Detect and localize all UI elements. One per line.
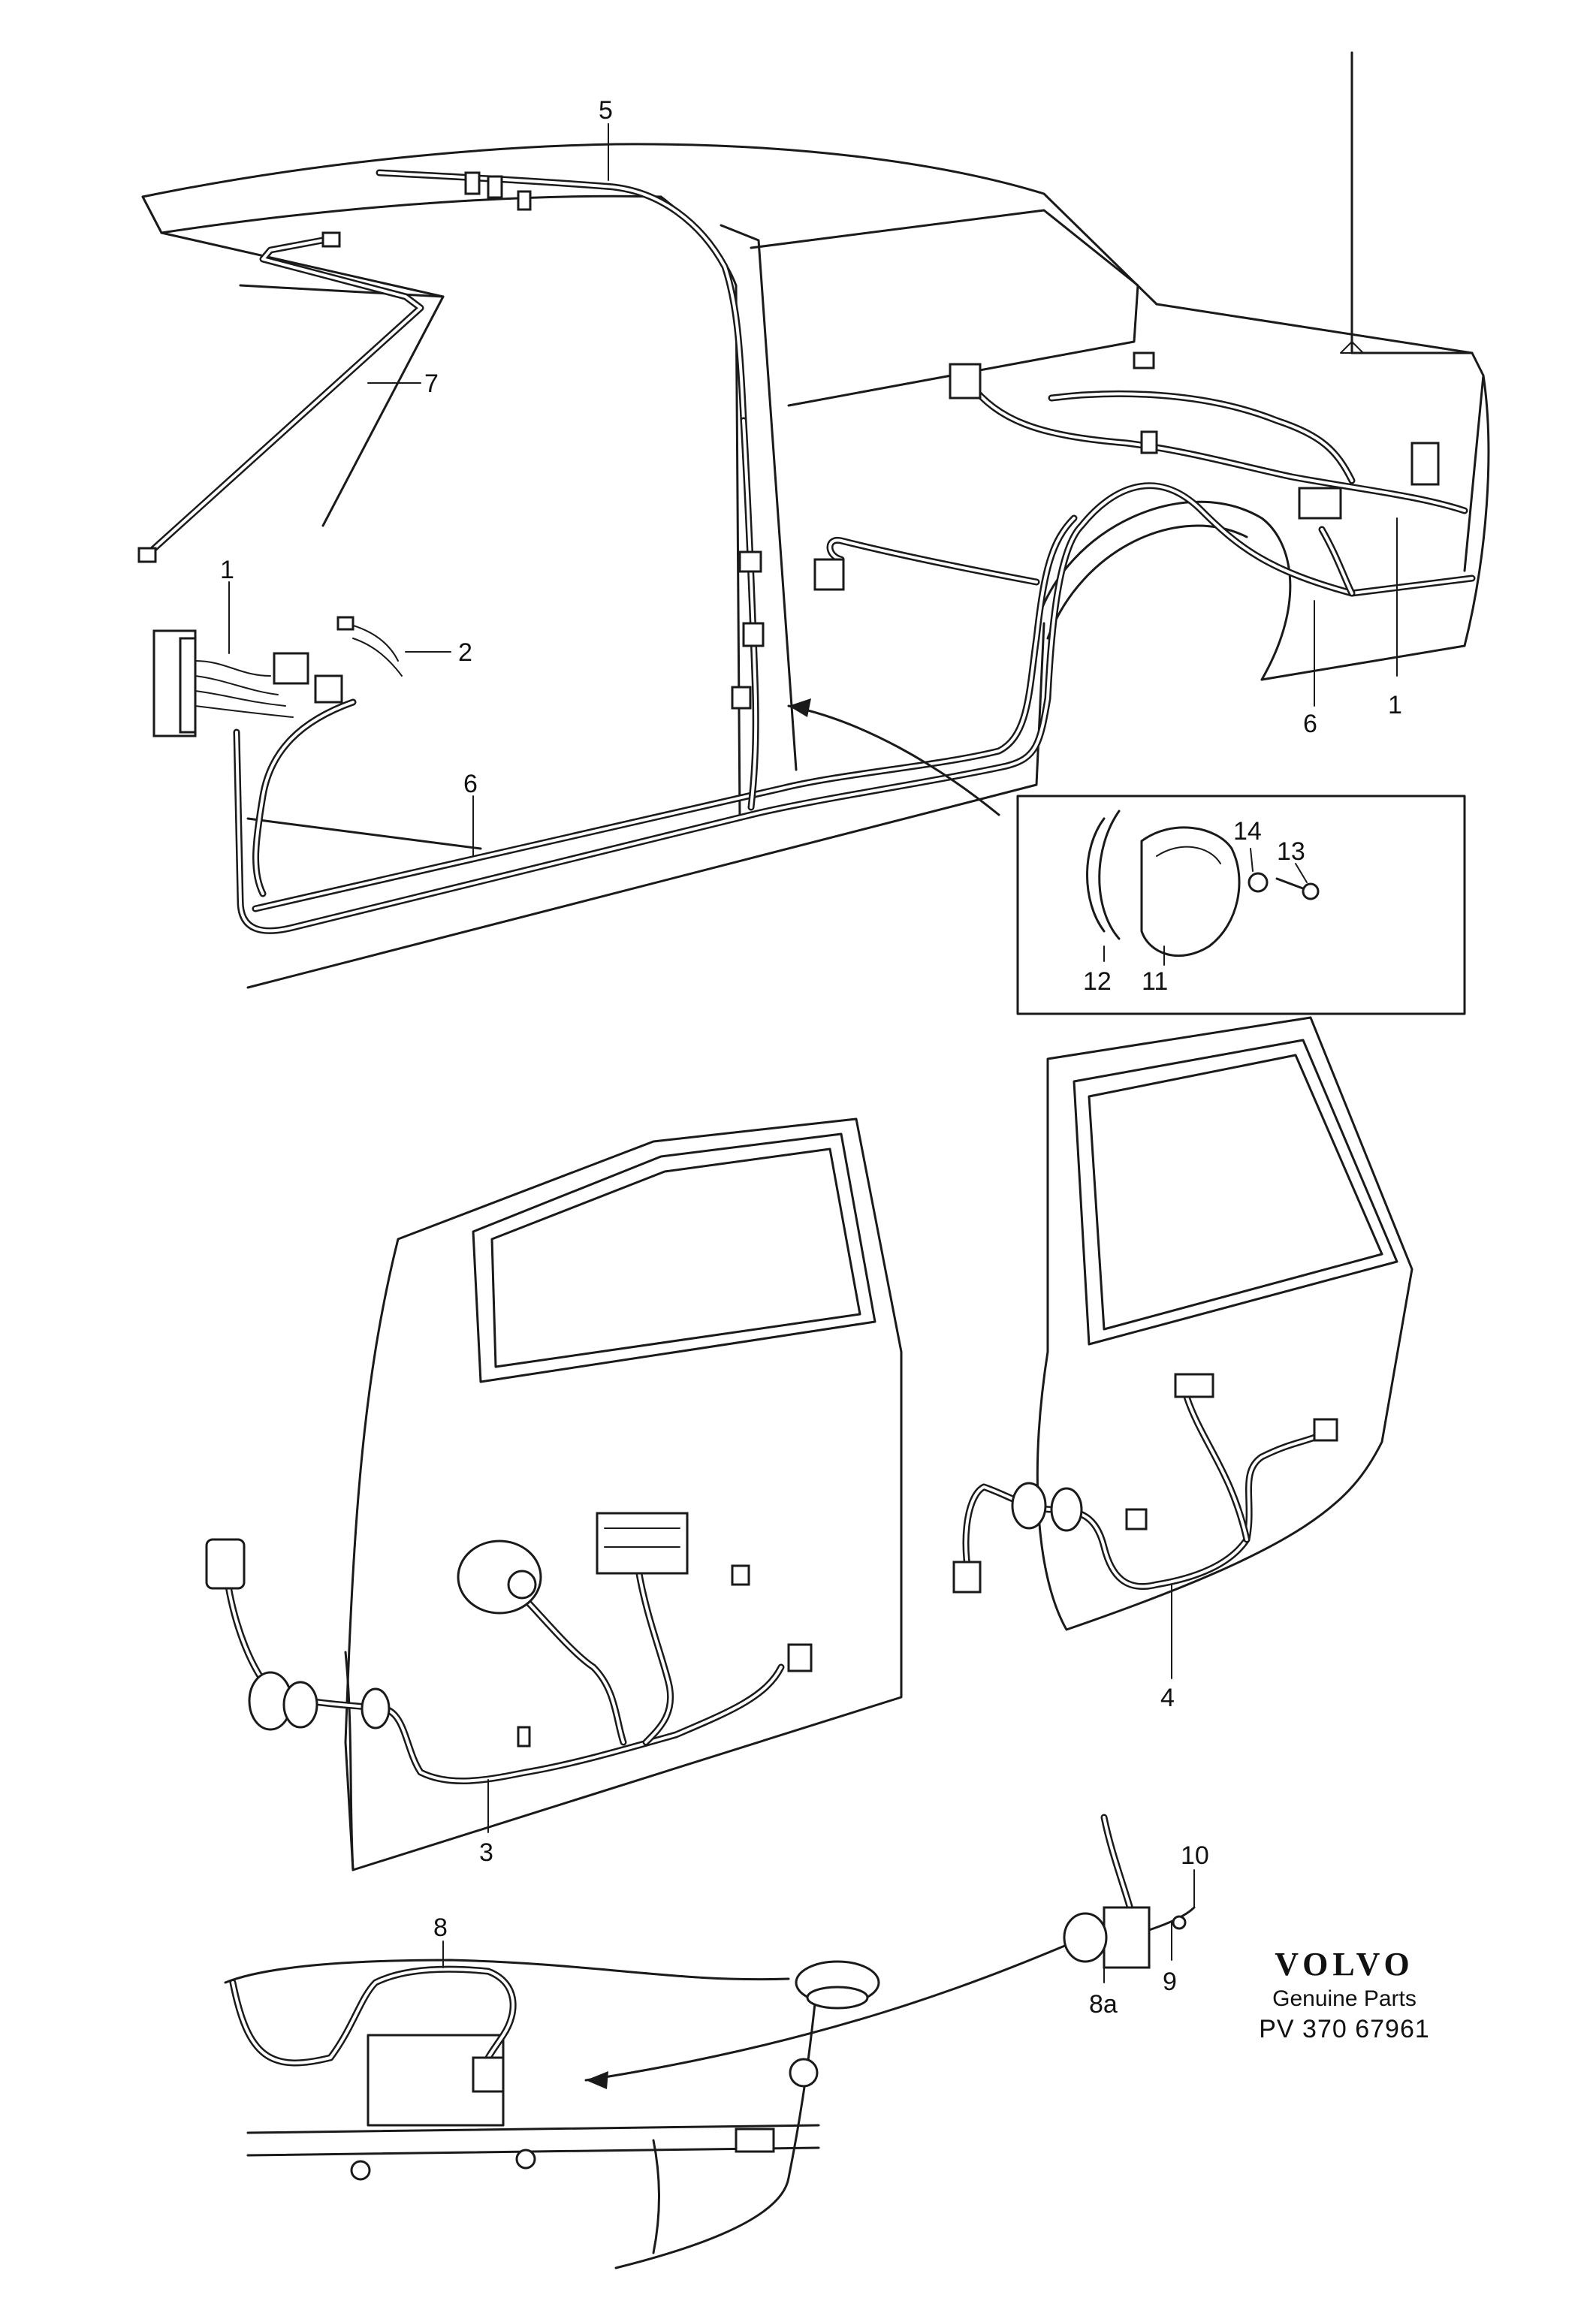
brand-subtitle: Genuine Parts [1272, 1986, 1416, 2011]
callout-leaders [228, 123, 1398, 1983]
callout-11: 11 [1142, 967, 1168, 996]
callout-8a: 8a [1089, 1990, 1118, 2019]
brand-block: VOLVO Genuine Parts PV 370 67961 [1247, 1945, 1442, 2044]
callout-8: 8 [433, 1913, 448, 1942]
callout-1-right: 1 [1388, 691, 1402, 719]
rear-door-outline [1036, 1016, 1413, 1631]
front-door-harness-3 [205, 1512, 813, 1784]
antenna [1340, 51, 1364, 354]
callout-2: 2 [458, 638, 472, 667]
callout-4: 4 [1160, 1684, 1175, 1712]
callout-1-left: 1 [220, 556, 234, 584]
harness-1-left [152, 616, 403, 737]
detail-leader-arrow [787, 698, 1000, 816]
callout-3: 3 [479, 1838, 493, 1867]
callout-14: 14 [1233, 817, 1262, 846]
front-door-outline [344, 1117, 903, 1871]
door-switch-8a-detail [584, 1814, 1196, 2089]
callout-7: 7 [424, 369, 439, 398]
callout-5: 5 [599, 96, 613, 125]
callout-6-right: 6 [1303, 710, 1317, 738]
bottom-panel-detail [224, 1959, 880, 2269]
rear-door-harness-4 [952, 1373, 1338, 1594]
callout-13: 13 [1277, 837, 1305, 866]
callout-9: 9 [1163, 1968, 1177, 1996]
callout-10: 10 [1181, 1841, 1209, 1870]
harness-6-main [233, 351, 1476, 934]
harness-8 [229, 1965, 517, 2093]
part-code: PV 370 67961 [1259, 2015, 1430, 2043]
volvo-logo: VOLVO [1275, 1946, 1414, 1983]
roof-harness-5 [376, 169, 747, 424]
callout-6-left: 6 [463, 770, 478, 798]
callout-12: 12 [1083, 967, 1112, 996]
harness-7 [137, 231, 424, 563]
